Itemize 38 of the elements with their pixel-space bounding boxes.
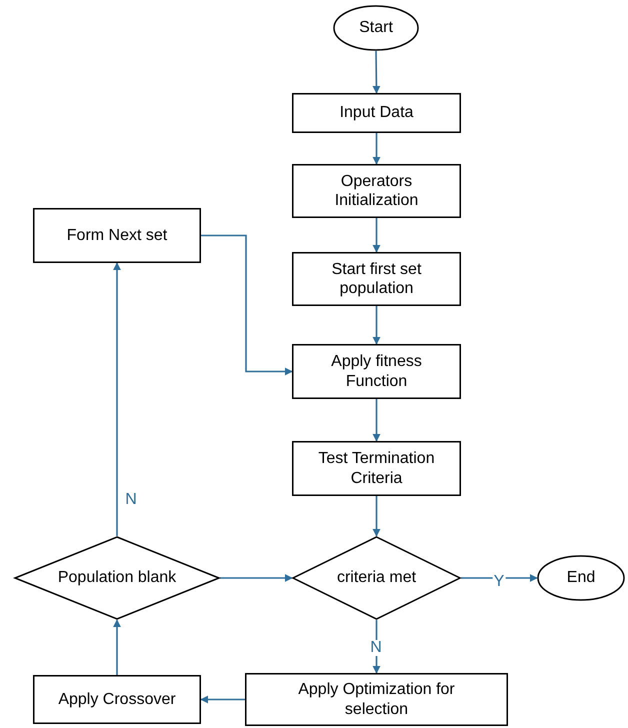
node-label: Apply fitness Function	[330, 352, 423, 391]
node-label: End	[566, 568, 596, 588]
arrow	[372, 306, 380, 345]
node-label: Operators Initialization	[334, 172, 420, 210]
node-label: Apply Optimization for selection	[297, 680, 456, 719]
process-box	[245, 673, 508, 726]
node-label: Apply Crossover	[58, 690, 176, 710]
edge-label: N	[369, 640, 383, 656]
process-box	[33, 675, 201, 724]
node-label: Population blank	[58, 568, 176, 588]
process-box	[292, 93, 461, 133]
arrow	[220, 574, 293, 582]
arrow	[201, 234, 293, 376]
arrow	[372, 620, 380, 674]
arrow	[372, 496, 380, 537]
terminal-oval	[333, 5, 419, 51]
arrow	[461, 574, 538, 582]
node-label: criteria met	[336, 568, 416, 588]
process-box	[292, 344, 461, 399]
arrow	[200, 696, 245, 704]
arrow	[113, 262, 121, 536]
arrow	[113, 619, 121, 675]
process-box	[33, 208, 201, 263]
process-box	[292, 164, 461, 218]
arrow	[372, 133, 380, 165]
node-label: Input Data	[340, 103, 414, 123]
decision-diamond	[292, 536, 461, 620]
process-box	[292, 441, 461, 496]
node-label: Form Next set	[66, 226, 168, 246]
node-label: Start	[359, 18, 393, 38]
terminal-oval	[537, 555, 625, 601]
arrow	[372, 218, 380, 253]
arrow	[372, 399, 380, 442]
process-box	[292, 252, 461, 306]
node-label: Start first set population	[330, 260, 422, 298]
arrow	[372, 51, 380, 94]
node-label: Test Termination Criteria	[317, 449, 436, 488]
decision-diamond	[14, 536, 220, 620]
